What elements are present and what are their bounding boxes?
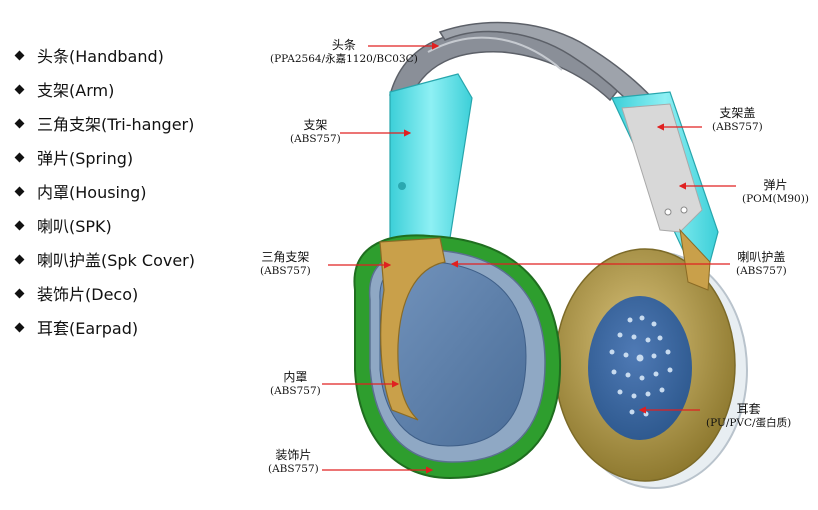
diamond-bullet-icon <box>14 254 25 264</box>
callout-arm-cover: 支架盖 (ABS757) <box>712 106 763 134</box>
list-item: 内罩(Housing) <box>12 174 195 208</box>
callout-name: 装饰片 <box>275 448 312 462</box>
diamond-bullet-icon <box>14 186 25 196</box>
diamond-bullet-icon <box>14 152 25 162</box>
headphone-illustration <box>322 21 748 489</box>
list-item: 喇叭护盖(Spk Cover) <box>12 242 195 276</box>
callout-deco: 装饰片 (ABS757) <box>268 448 319 476</box>
leader-lines <box>322 42 736 474</box>
diamond-bullet-icon <box>14 322 25 332</box>
callout-material: (ABS757) <box>712 121 763 133</box>
callout-name: 支架盖 <box>719 106 756 120</box>
callout-material: (POM(M90)) <box>742 193 809 205</box>
list-item-label: 头条(Handband) <box>37 47 164 66</box>
list-item: 装饰片(Deco) <box>12 276 195 310</box>
diamond-bullet-icon <box>14 84 25 94</box>
callout-housing: 内罩 (ABS757) <box>270 370 321 398</box>
parts-list: 头条(Handband) 支架(Arm) 三角支架(Tri-hanger) 弹片… <box>12 38 195 344</box>
callout-earpad: 耳套 (PU/PVC/蛋白质) <box>706 402 791 430</box>
diamond-bullet-icon <box>14 220 25 230</box>
callout-arm: 支架 (ABS757) <box>290 118 341 146</box>
right-earcup <box>554 248 748 489</box>
right-tri-hanger <box>679 228 711 291</box>
left-tri-hanger <box>379 237 446 421</box>
list-item: 耳套(Earpad) <box>12 310 195 344</box>
list-item: 喇叭(SPK) <box>12 208 195 242</box>
callout-name: 头条 <box>331 38 356 52</box>
list-item: 支架(Arm) <box>12 72 195 106</box>
callout-material: (ABS757) <box>270 385 321 397</box>
list-item-label: 支架(Arm) <box>37 81 115 100</box>
list-item: 弹片(Spring) <box>12 140 195 174</box>
diamond-bullet-icon <box>14 50 25 60</box>
callout-handband: 头条 (PPA2564/永嘉1120/BC03C) <box>270 38 418 66</box>
speaker <box>588 296 692 440</box>
callout-material: (ABS757) <box>736 265 787 277</box>
callout-name: 内罩 <box>283 370 308 384</box>
list-item: 三角支架(Tri-hanger) <box>12 106 195 140</box>
diamond-bullet-icon <box>14 118 25 128</box>
right-arm <box>611 91 719 291</box>
callout-material: (ABS757) <box>260 265 311 277</box>
callout-name: 耳套 <box>736 402 761 416</box>
list-item-label: 三角支架(Tri-hanger) <box>37 115 195 134</box>
list-item-label: 喇叭(SPK) <box>37 217 112 236</box>
callout-spk-cover: 喇叭护盖 (ABS757) <box>736 250 787 278</box>
list-item-label: 装饰片(Deco) <box>37 285 139 304</box>
list-item: 头条(Handband) <box>12 38 195 72</box>
callout-name: 弹片 <box>763 178 788 192</box>
arm-button <box>398 182 406 190</box>
callout-name: 支架 <box>303 118 328 132</box>
callout-name: 喇叭护盖 <box>737 250 786 264</box>
spring-plate <box>621 103 703 233</box>
headphone-diagram: 头条 (PPA2564/永嘉1120/BC03C) 支架 (ABS757) 支架… <box>240 0 818 506</box>
list-item-label: 喇叭护盖(Spk Cover) <box>37 251 196 270</box>
callout-material: (ABS757) <box>290 133 341 145</box>
left-earcup <box>353 234 562 480</box>
list-item-label: 内罩(Housing) <box>37 183 147 202</box>
callout-material: (PPA2564/永嘉1120/BC03C) <box>270 53 418 65</box>
callout-material: (PU/PVC/蛋白质) <box>706 417 792 429</box>
headband-highlight <box>427 36 563 71</box>
left-arm <box>389 73 473 241</box>
diamond-bullet-icon <box>14 288 25 298</box>
left-arm-shell <box>389 73 473 241</box>
callout-spring: 弹片 (POM(M90)) <box>742 178 809 206</box>
callout-material: (ABS757) <box>268 463 319 475</box>
list-item-label: 耳套(Earpad) <box>37 319 139 338</box>
callout-tri-hanger: 三角支架 (ABS757) <box>260 250 311 278</box>
list-item-label: 弹片(Spring) <box>37 149 134 168</box>
callout-name: 三角支架 <box>261 250 310 264</box>
